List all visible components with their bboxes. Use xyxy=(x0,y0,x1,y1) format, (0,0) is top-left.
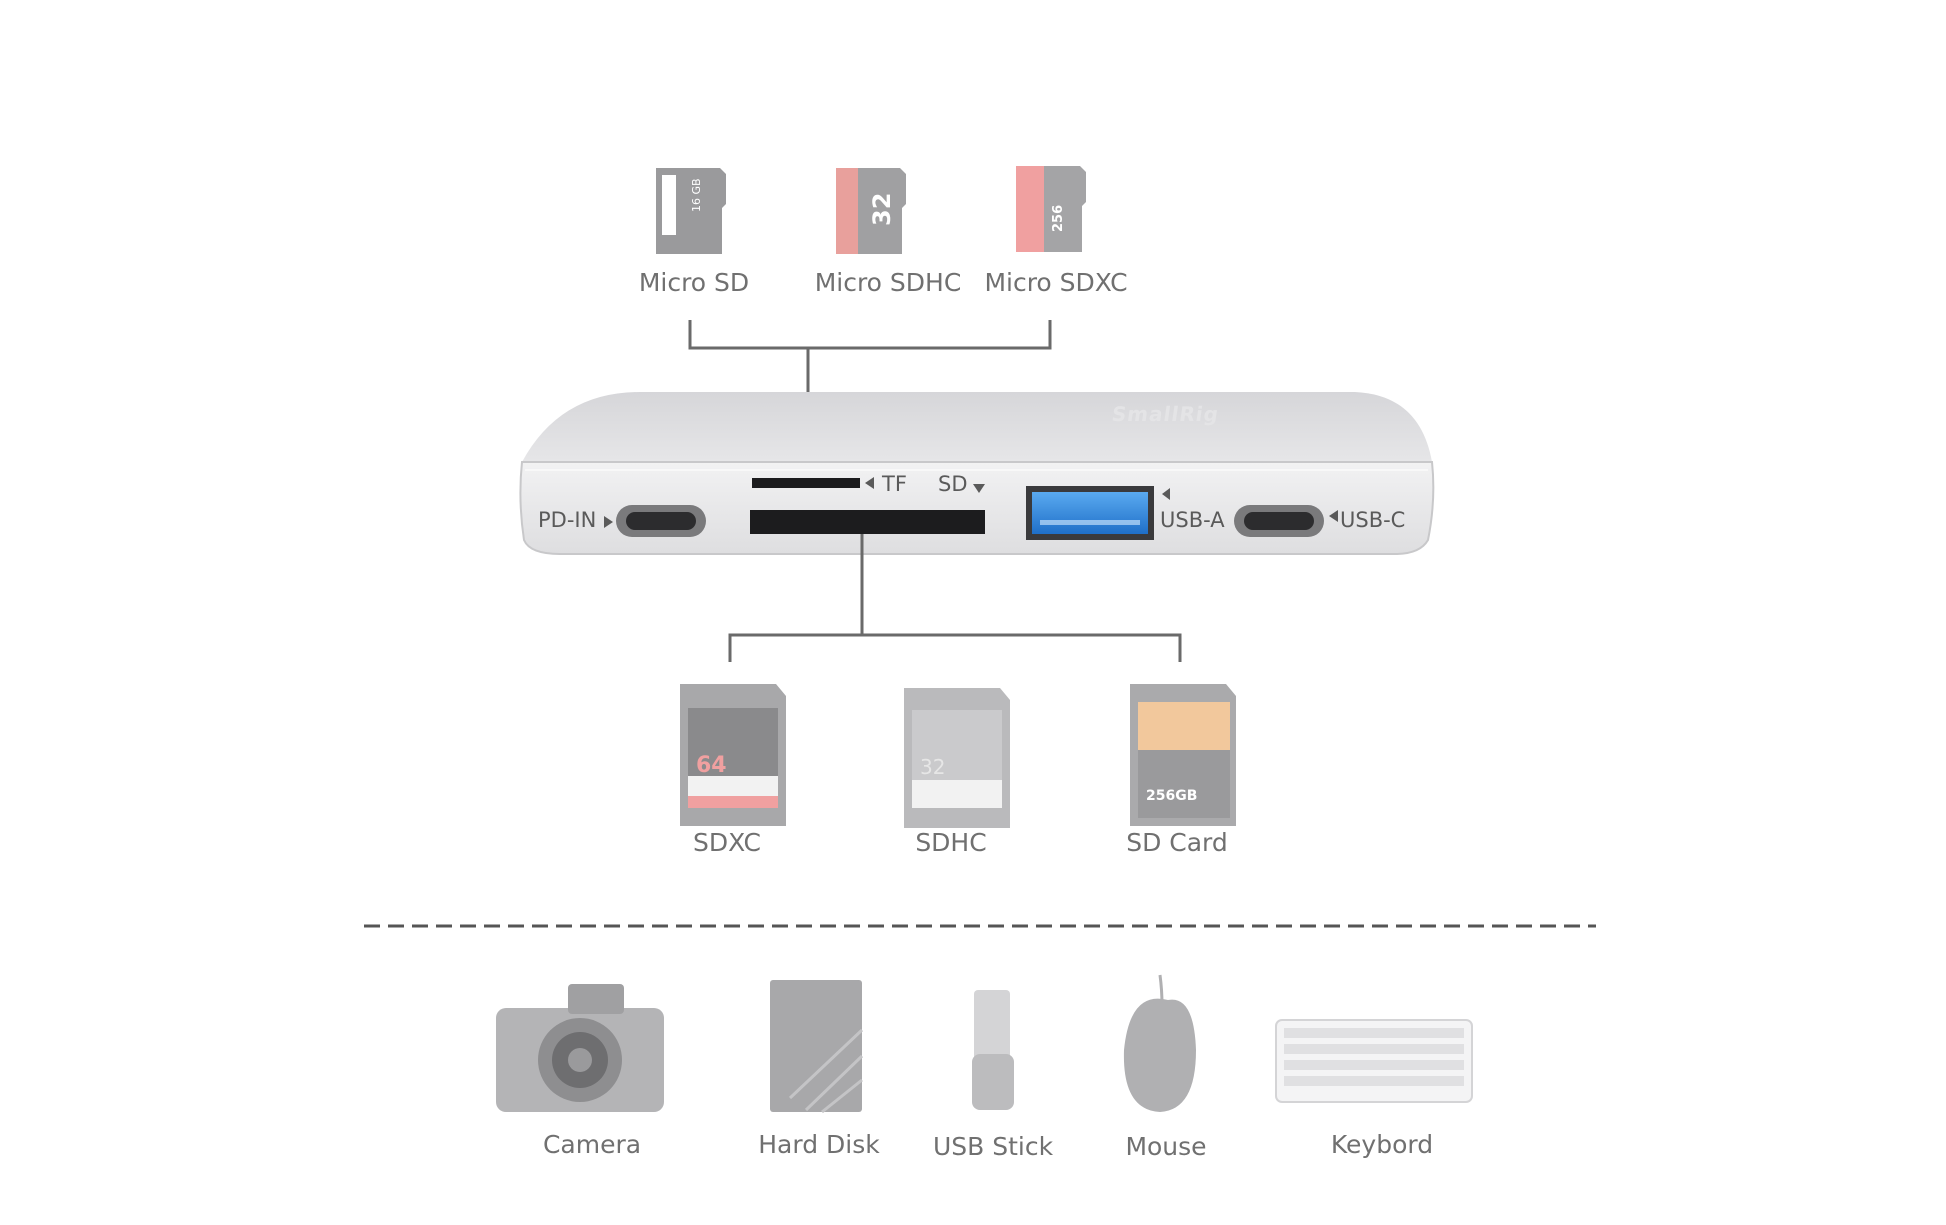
sd-label: SD xyxy=(938,472,968,496)
usb-c-hub xyxy=(519,392,1435,555)
mouse-icon xyxy=(1123,974,1196,1112)
brand-logo: SmallRig xyxy=(1110,402,1221,426)
usb-stick-icon xyxy=(972,990,1014,1110)
pd-in-label: PD-IN xyxy=(538,508,597,532)
svg-text:256GB: 256GB xyxy=(1146,788,1197,804)
svg-text:256: 256 xyxy=(1051,205,1066,232)
keyboard-label: Keybord xyxy=(1330,1130,1434,1159)
keyboard-icon xyxy=(1275,1019,1473,1103)
sdxc-card-icon: 64 xyxy=(680,684,786,826)
sd-card-label: SD Card xyxy=(1126,828,1228,857)
svg-text:64: 64 xyxy=(696,753,727,778)
svg-text:32: 32 xyxy=(868,193,896,226)
micro-sd-label: Micro SD xyxy=(638,268,750,297)
micro-sdhc-card-icon: 32 xyxy=(836,168,906,254)
usb-a-port xyxy=(1026,486,1154,540)
hard-disk-icon xyxy=(770,980,864,1114)
hard-disk-label: Hard Disk xyxy=(758,1130,880,1159)
bottom-connector-lines xyxy=(728,534,1182,662)
micro-sdxc-label: Micro SDXC xyxy=(984,268,1128,297)
mouse-label: Mouse xyxy=(1125,1132,1207,1161)
sd-card-icon: 256GB xyxy=(1130,684,1236,826)
tf-slot xyxy=(752,478,860,488)
port-arrows xyxy=(604,477,1338,528)
micro-sd-card-icon: 16 GB xyxy=(656,168,726,254)
usb-a-label: USB-A xyxy=(1160,508,1225,532)
usb-stick-label: USB Stick xyxy=(932,1132,1054,1161)
sdxc-label: SDXC xyxy=(693,828,761,857)
usb-c-label: USB-C xyxy=(1340,508,1406,532)
pd-in-port xyxy=(616,505,706,537)
micro-sdhc-label: Micro SDHC xyxy=(814,268,962,297)
sdhc-card-icon: 32 xyxy=(904,688,1010,828)
svg-text:32: 32 xyxy=(920,755,945,779)
camera-icon xyxy=(496,984,664,1112)
sd-slot xyxy=(750,510,985,534)
svg-text:16 GB: 16 GB xyxy=(690,178,703,212)
micro-sdxc-card-icon: 256 xyxy=(1016,166,1086,252)
tf-label: TF xyxy=(882,472,907,496)
usb-c-port xyxy=(1234,505,1324,537)
sdhc-label: SDHC xyxy=(915,828,987,857)
camera-label: Camera xyxy=(542,1130,642,1159)
